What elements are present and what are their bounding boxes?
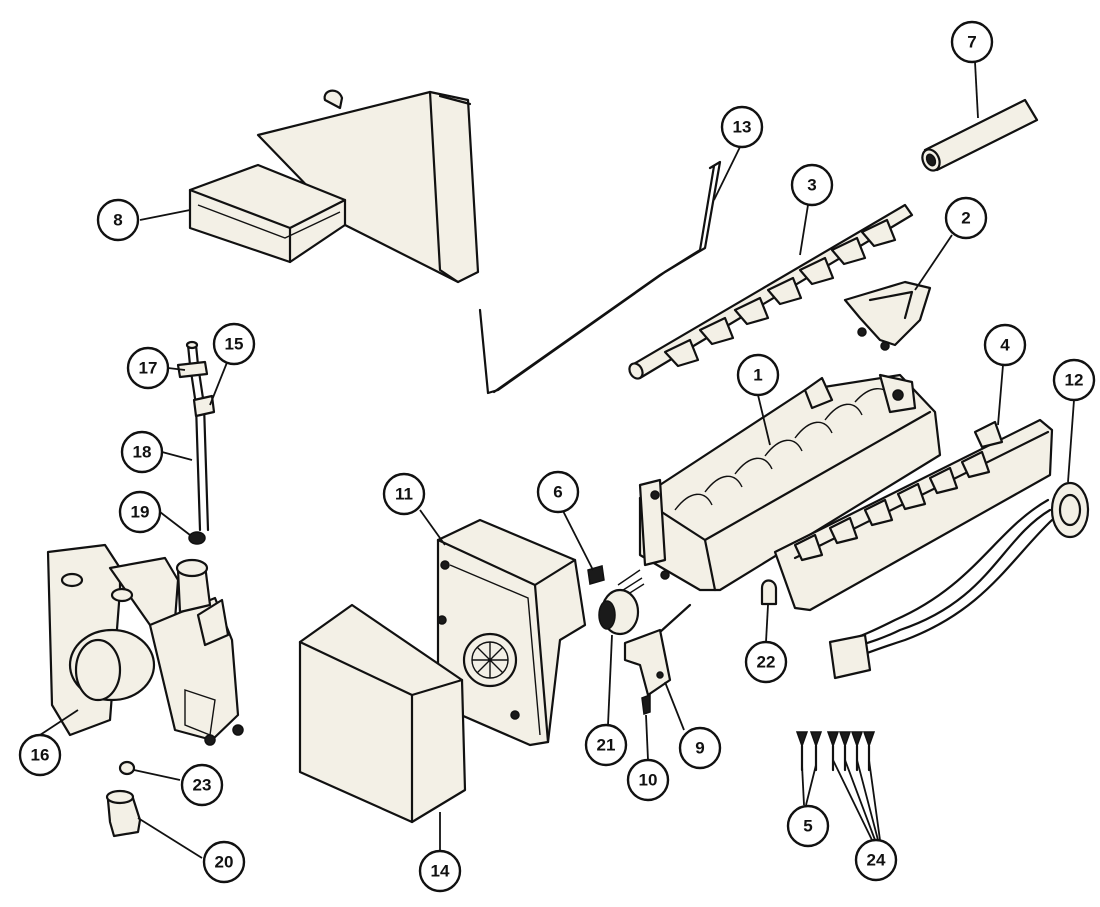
callout-label: 1 [753, 366, 762, 385]
callout-label: 17 [139, 359, 158, 378]
callout-24: 24 [854, 838, 898, 882]
part-thermostat-bracket [843, 280, 932, 351]
callout-17: 17 [126, 346, 170, 390]
part-wiring-harness [828, 481, 1090, 680]
callout-5: 5 [786, 804, 830, 848]
callout-2: 2 [944, 196, 988, 240]
callout-10: 10 [626, 758, 670, 802]
leader-lines [39, 61, 1075, 859]
callout-label: 24 [867, 851, 886, 870]
callout-label: 7 [967, 33, 976, 52]
callout-15: 15 [212, 322, 256, 366]
callout-label: 15 [225, 335, 244, 354]
part-mold [638, 373, 942, 592]
part-cover-box [298, 603, 467, 824]
part-fill-tube [176, 340, 216, 545]
callout-label: 10 [639, 771, 658, 790]
part-ejector [628, 203, 914, 380]
callout-label: 5 [803, 817, 812, 836]
callout-6: 6 [536, 470, 580, 514]
callout-13: 13 [720, 105, 764, 149]
part-o-ring [118, 760, 136, 776]
callout-18: 18 [120, 430, 164, 474]
callout-label: 2 [961, 209, 970, 228]
callout-19: 19 [118, 490, 162, 534]
callout-7: 7 [950, 20, 994, 64]
callout-4: 4 [983, 323, 1027, 367]
callout-label: 12 [1065, 371, 1084, 390]
part-screws-24 [826, 731, 876, 772]
part-tube [921, 98, 1039, 172]
callout-label: 18 [133, 443, 152, 462]
callout-label: 21 [597, 736, 616, 755]
callout-label: 16 [31, 746, 50, 765]
callout-3: 3 [790, 163, 834, 207]
callout-11: 11 [382, 472, 426, 516]
callout-12: 12 [1052, 358, 1096, 402]
part-fill-cup [188, 89, 480, 284]
part-gear [598, 588, 692, 636]
callout-21: 21 [584, 723, 628, 767]
callout-22: 22 [744, 640, 788, 684]
callout-1: 1 [736, 353, 780, 397]
part-control-housing [436, 518, 587, 747]
callout-20: 20 [202, 840, 246, 884]
part-cover-guide [773, 418, 1054, 612]
callout-label: 8 [113, 211, 122, 230]
callout-label: 14 [431, 862, 450, 881]
part-shutoff-arm [478, 160, 722, 395]
callout-label: 11 [395, 485, 413, 504]
callout-label: 6 [553, 483, 562, 502]
callout-label: 13 [733, 118, 752, 137]
callout-8: 8 [96, 198, 140, 242]
callout-16: 16 [18, 733, 62, 777]
callout-label: 9 [695, 739, 704, 758]
part-fitting [105, 789, 142, 838]
callout-14: 14 [418, 849, 462, 893]
part-small-clip [760, 579, 778, 606]
callout-label: 3 [807, 176, 816, 195]
callout-9: 9 [678, 726, 722, 770]
callout-label: 23 [193, 776, 212, 795]
part-screws-5 [795, 731, 823, 772]
callout-label: 4 [1000, 336, 1010, 355]
callout-label: 22 [757, 653, 776, 672]
part-clip [623, 628, 672, 697]
part-water-valve [46, 543, 244, 746]
callout-23: 23 [180, 763, 224, 807]
part-screw-small [641, 693, 651, 716]
callout-label: 20 [215, 853, 234, 872]
callout-label: 19 [131, 503, 150, 522]
